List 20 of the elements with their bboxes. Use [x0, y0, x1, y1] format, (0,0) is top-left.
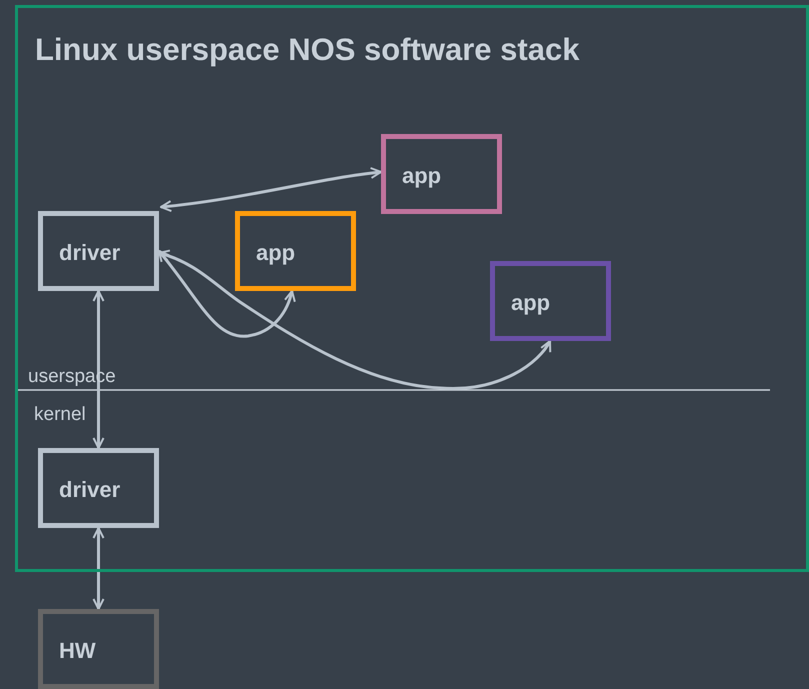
box-label: driver: [59, 242, 120, 264]
double-arrow: [158, 250, 552, 390]
double-arrow: [160, 167, 382, 212]
stack-frame: [15, 5, 809, 572]
component-box: [235, 211, 356, 291]
box-label: app: [402, 165, 442, 187]
box-label: HW: [59, 640, 96, 662]
component-box: [38, 211, 159, 291]
box-label: app: [256, 242, 296, 264]
double-arrow: [92, 527, 104, 610]
double-arrow: [92, 290, 104, 449]
layer-label: kernel: [34, 405, 86, 424]
frame-title: Linux userspace NOS software stack: [35, 34, 580, 65]
component-box: [38, 448, 159, 528]
box-label: app: [511, 292, 550, 314]
component-box: [381, 134, 502, 214]
box-label: driver: [59, 479, 120, 501]
double-arrow: [158, 250, 296, 338]
component-box: [38, 609, 159, 689]
component-box: [490, 261, 611, 341]
